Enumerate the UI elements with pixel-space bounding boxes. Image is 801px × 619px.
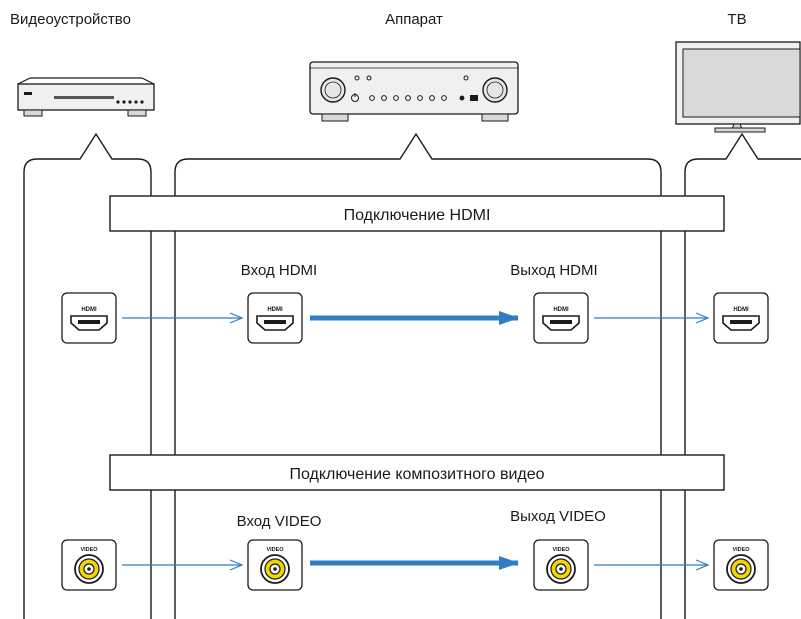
tv-panel [684,132,801,619]
svg-text:HDMI: HDMI [553,307,569,313]
tv-label: ТВ [727,11,746,28]
video-jack-tv: VIDEO [713,539,769,591]
svg-text:VIDEO: VIDEO [732,547,750,553]
receiver-label: Аппарат [385,11,443,28]
video-player-icon [17,77,155,117]
receiver-panel [174,132,662,619]
svg-text:HDMI: HDMI [267,307,283,313]
svg-text:HDMI: HDMI [81,307,97,313]
av-receiver-icon [309,61,519,122]
video-section-banner [109,454,725,491]
tv-icon [675,41,801,133]
source-device-panel [23,132,152,619]
video-jack-receiver-input: VIDEO [247,539,303,591]
video-jack-source: VIDEO [61,539,117,591]
source-device-label: Видеоустройство [10,11,131,28]
hdmi-jack-tv: HDMI [713,292,769,344]
hdmi-section-title: Подключение HDMI [344,207,491,224]
video-jack-receiver-output: VIDEO [533,539,589,591]
video-input-label: Вход VIDEO [237,513,322,530]
svg-text:VIDEO: VIDEO [552,547,570,553]
hdmi-section-banner [109,195,725,232]
hdmi-input-label: Вход HDMI [241,262,317,279]
hdmi-jack-source: HDMI [61,292,117,344]
hdmi-jack-receiver-input: HDMI [247,292,303,344]
hdmi-output-label: Выход HDMI [510,262,597,279]
svg-text:VIDEO: VIDEO [266,547,284,553]
video-output-label: Выход VIDEO [510,508,606,525]
hdmi-jack-receiver-output: HDMI [533,292,589,344]
svg-text:VIDEO: VIDEO [80,547,98,553]
svg-text:HDMI: HDMI [733,307,749,313]
video-section-title: Подключение композитного видео [289,466,544,483]
